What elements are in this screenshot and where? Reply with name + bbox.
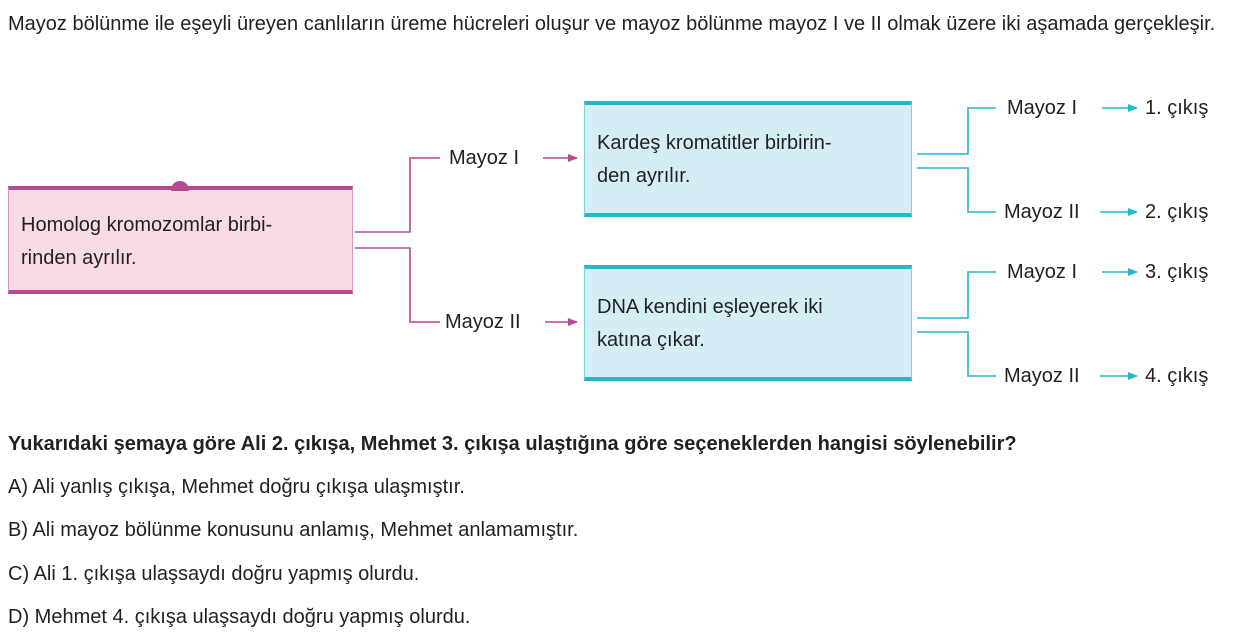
exit-3-label: 3. çıkış — [1145, 261, 1209, 283]
question-stem: Yukarıdaki şemaya göre Ali 2. çıkışa, Me… — [8, 433, 1017, 455]
box-bottom-line-2: katına çıkar. — [597, 329, 705, 351]
box-dna-esleme: DNA kendini eşleyerek iki katına çıkar. — [584, 265, 912, 381]
box-top-line-2: den ayrılır. — [597, 165, 691, 187]
diagram-connectors — [355, 104, 1138, 380]
exit-2-stage: Mayoz II — [1004, 201, 1080, 223]
option-a[interactable]: A) Ali yanlış çıkışa, Mehmet doğru çıkış… — [8, 476, 465, 498]
root-box-tab — [171, 181, 189, 191]
branch-label-mayoz-2: Mayoz II — [445, 311, 521, 333]
option-b[interactable]: B) Ali mayoz bölünme konusunu anlamış, M… — [8, 519, 579, 541]
exit-1-label: 1. çıkış — [1145, 97, 1209, 119]
intro-paragraph: Mayoz bölünme ile eşeyli üreyen canlılar… — [8, 13, 1216, 35]
box-top-bracket-down — [917, 167, 996, 213]
root-bracket-top — [355, 157, 440, 233]
box-kardes-kromatitler: Kardeş kromatitler birbirin- den ayrılır… — [584, 101, 912, 217]
root-box-line-2: rinden ayrılır. — [21, 247, 137, 269]
box-bottom-bracket-down — [917, 331, 996, 377]
option-d[interactable]: D) Mehmet 4. çıkışa ulaşsaydı doğru yapm… — [8, 606, 471, 628]
root-box: Homolog kromozomlar birbi- rinden ayrılı… — [8, 181, 353, 294]
branch-label-mayoz-1: Mayoz I — [449, 147, 520, 169]
box-bottom-bracket-up — [917, 271, 996, 319]
box-bottom-line-1: DNA kendini eşleyerek iki — [597, 296, 823, 318]
exit-3-stage: Mayoz I — [1007, 261, 1078, 283]
exit-4-stage: Mayoz II — [1004, 365, 1080, 387]
box-top-bracket-up — [917, 107, 996, 155]
exit-4-label: 4. çıkış — [1145, 365, 1209, 387]
root-bracket-bottom — [355, 247, 440, 323]
root-box-line-1: Homolog kromozomlar birbi- — [21, 214, 273, 236]
box-top-line-1: Kardeş kromatitler birbirin- — [597, 132, 832, 154]
option-c[interactable]: C) Ali 1. çıkışa ulaşsaydı doğru yapmış … — [8, 563, 420, 585]
exit-2-label: 2. çıkış — [1145, 201, 1209, 223]
exit-1-stage: Mayoz I — [1007, 97, 1078, 119]
